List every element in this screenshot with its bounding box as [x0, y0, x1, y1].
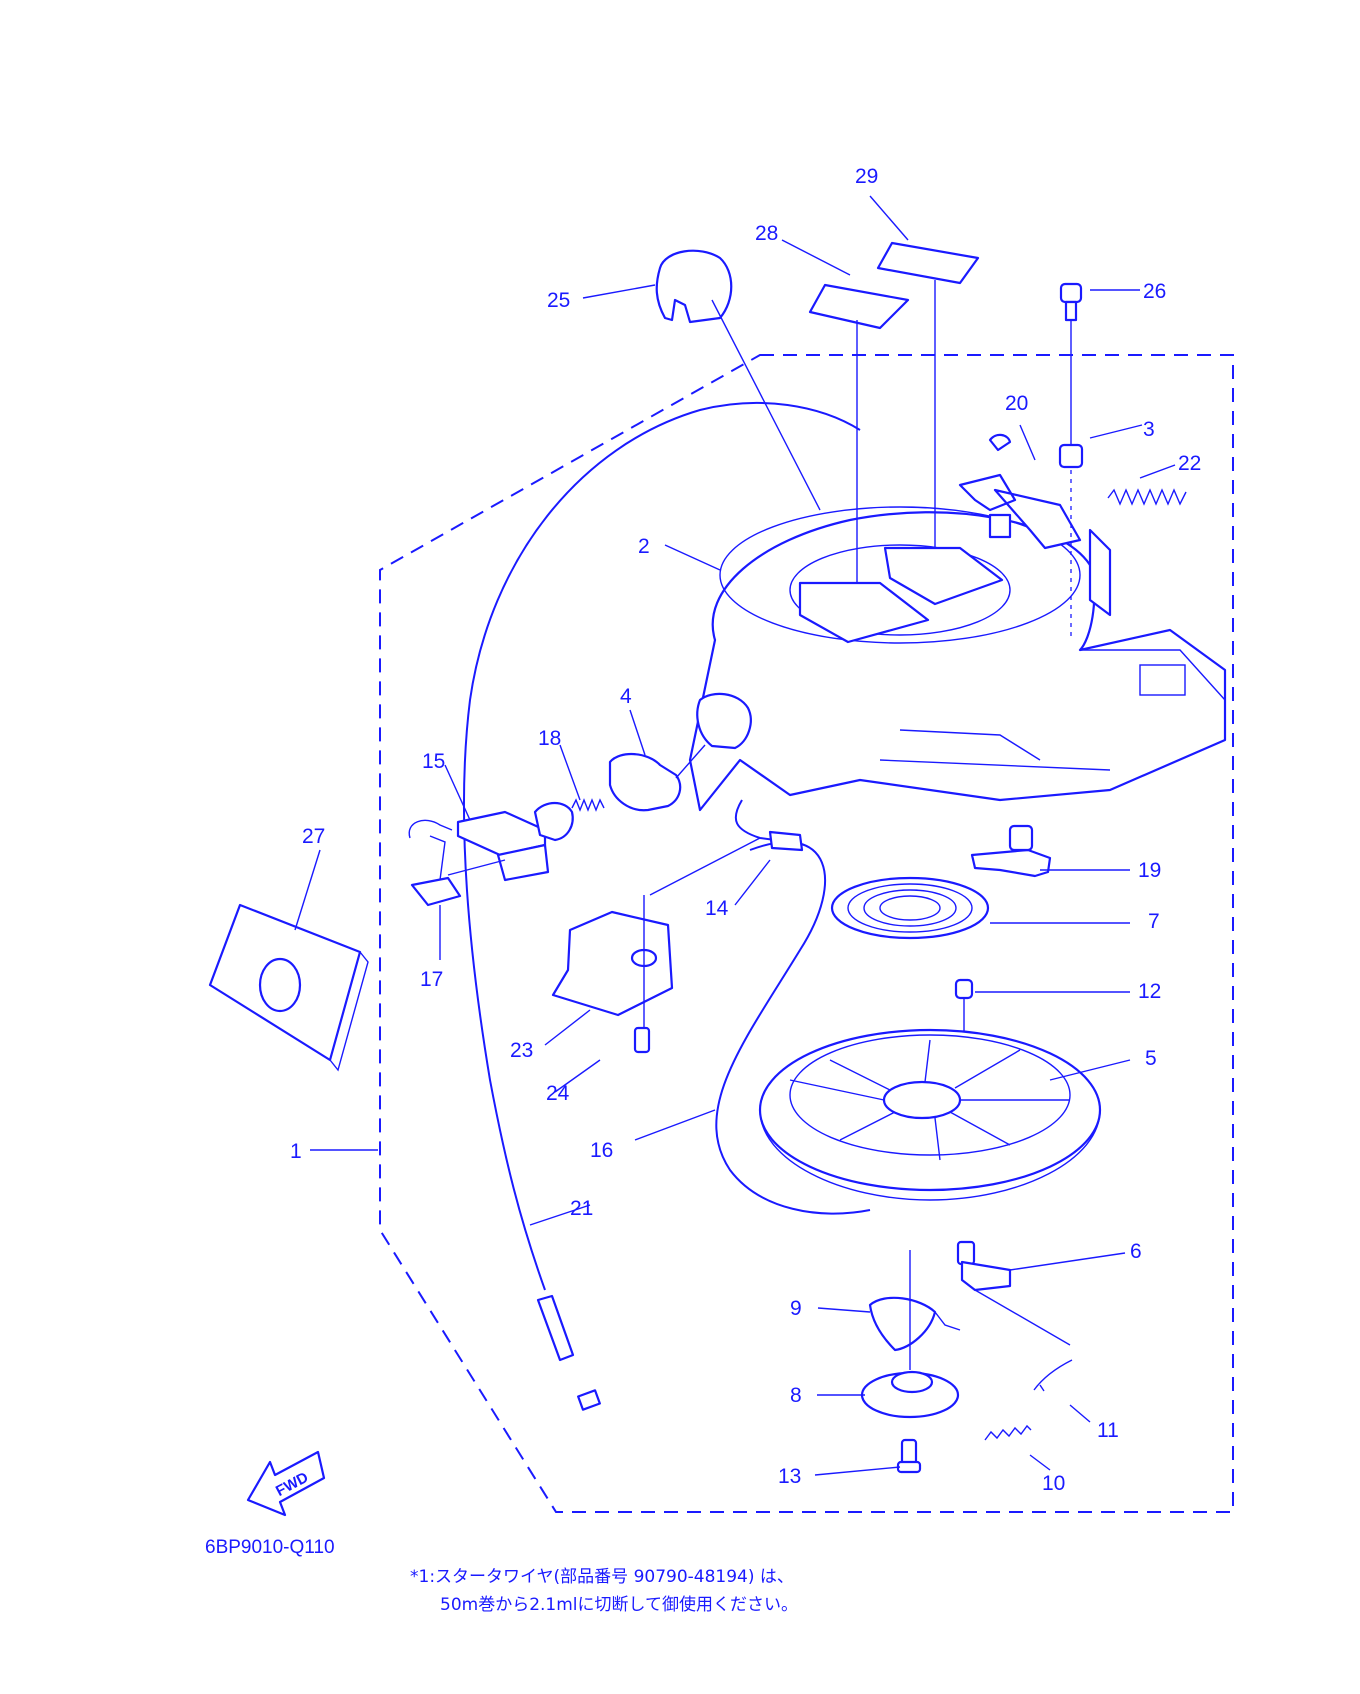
part-number-1: 1 [290, 1140, 302, 1163]
lock-lever [958, 473, 1112, 617]
spring-9 [868, 1296, 937, 1352]
case-top-rim [719, 506, 1081, 644]
pawl-6-pin [956, 1240, 976, 1266]
label-28-placed [798, 581, 930, 644]
part-number-4: 4 [620, 685, 632, 708]
spring-22 [1107, 488, 1187, 506]
spiral-spring [830, 876, 990, 940]
part-number-21: 21 [570, 1197, 593, 1220]
starter-rope [715, 841, 871, 1215]
part-number-18: 18 [538, 727, 561, 750]
part-number-15: 15 [422, 750, 445, 773]
bolt-26-shank [1064, 300, 1078, 322]
clip-17 [410, 876, 462, 907]
part-number-26: 26 [1143, 280, 1166, 303]
lever-19-boss [1008, 824, 1034, 852]
part-number-11: 11 [1097, 1419, 1119, 1442]
part-numbers: 1 2 3 4 5 6 7 8 9 10 11 12 13 14 15 16 1… [290, 165, 1201, 1495]
bushing-4 [608, 753, 682, 812]
grommet [655, 249, 733, 324]
plate-27-hole [258, 957, 302, 1013]
part-number-9: 9 [790, 1297, 802, 1320]
grommet-14-guide [649, 837, 761, 896]
spring-10 [984, 1424, 1032, 1441]
assembly-boundary [379, 354, 1234, 1513]
collar-3 [1058, 443, 1084, 469]
leader-lines [294, 195, 1176, 1476]
part-number-29: 29 [855, 165, 878, 188]
lever-19 [970, 848, 1052, 878]
screw-12 [954, 978, 974, 1000]
plate-8-boss [890, 1370, 934, 1394]
diagram-code: 6BP9010-Q110 [205, 1537, 335, 1558]
part-number-10: 10 [1042, 1472, 1065, 1495]
cable-outlet [696, 692, 752, 750]
grommet-guide [711, 299, 821, 511]
part-number-6: 6 [1130, 1240, 1142, 1263]
case-top-inner [789, 544, 1011, 636]
part-number-3: 3 [1143, 418, 1155, 441]
part-number-8: 8 [790, 1384, 802, 1407]
spring-18 [571, 798, 605, 812]
fwd-arrow-icon [246, 1450, 326, 1517]
spiral-spring-3 [863, 889, 957, 927]
part-number-13: 13 [778, 1465, 801, 1488]
case-window [1139, 664, 1186, 696]
bolt-26-head [1059, 282, 1083, 304]
part-number-14: 14 [705, 897, 729, 920]
spiral-spring-2 [847, 883, 973, 933]
plate-27-edge [329, 951, 369, 1072]
footnote-line-1: *1:スタータワイヤ(部品番号 90790-48194) は、 [410, 1567, 794, 1587]
link-guide [447, 859, 506, 876]
spring-9-leg [934, 1311, 961, 1331]
label-28 [808, 283, 910, 330]
part-number-25: 25 [547, 289, 570, 312]
cable-guide-4 [675, 744, 706, 779]
screw-13 [900, 1438, 918, 1466]
cable-adjuster [533, 801, 574, 842]
part-number-22: 22 [1178, 452, 1201, 475]
part-number-5: 5 [1145, 1047, 1157, 1070]
lever-pin [988, 513, 1012, 539]
pawl-guide [974, 1289, 1071, 1346]
spring-11 [1033, 1359, 1073, 1392]
holder-bracket [496, 843, 550, 882]
part-number-17: 17 [420, 968, 443, 991]
part-number-27: 27 [302, 825, 325, 848]
footnote-line-2: 50m巻から2.1mlに切断して御使用ください。 [440, 1594, 798, 1615]
part-number-2: 2 [638, 535, 650, 558]
part-number-12: 12 [1138, 980, 1161, 1003]
part-number-7: 7 [1148, 910, 1160, 933]
cable-end-cap [577, 1389, 601, 1411]
part-number-16: 16 [590, 1139, 613, 1162]
bracket-23 [551, 910, 674, 1017]
starter-cable [462, 402, 861, 1291]
pulley-hub [882, 1080, 962, 1120]
part-number-23: 23 [510, 1039, 533, 1062]
pulley-inner [789, 1034, 1071, 1156]
cable-end-fitting [536, 1294, 575, 1362]
clip-20 [988, 433, 1012, 452]
pulley-rim [759, 1109, 1101, 1201]
rope-grommet-14 [768, 830, 804, 852]
label-29-placed [883, 546, 1004, 606]
spiral-spring-4 [879, 895, 941, 921]
screw-24 [633, 1026, 651, 1054]
pawl-6 [960, 1260, 1012, 1292]
part-number-24: 24 [546, 1082, 570, 1105]
case-side-flange [879, 649, 1226, 771]
part-number-19: 19 [1138, 859, 1161, 882]
pulley-spokes [789, 1039, 1070, 1161]
wire-link [408, 819, 453, 881]
screw-13-head [896, 1460, 922, 1474]
part-number-28: 28 [755, 222, 778, 245]
part-number-20: 20 [1005, 392, 1028, 415]
label-29 [876, 241, 980, 285]
